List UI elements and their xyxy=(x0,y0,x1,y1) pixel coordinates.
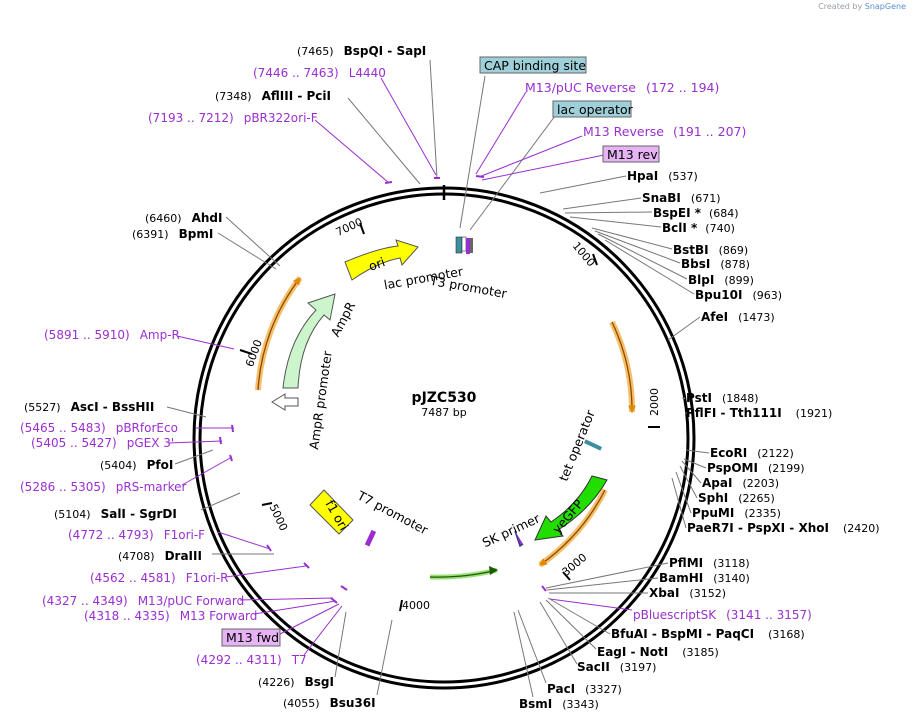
enzyme-bspei: BspEI *(684) xyxy=(653,206,739,220)
feature-prs-marker: (5286 .. 5305)pRS-marker xyxy=(20,480,186,494)
m13-rev-label: M13 rev xyxy=(607,147,658,162)
plasmid-length: 7487 bp xyxy=(421,406,466,419)
t3-promoter-label: T3 promoter xyxy=(428,273,509,302)
f1-ori-feature xyxy=(309,489,354,535)
enzyme-ahdi: (6460)AhdI xyxy=(145,211,222,225)
tick-3000: 3000 xyxy=(560,551,590,579)
orf-arcs xyxy=(255,276,636,580)
enzyme-xbai: XbaI(3152) xyxy=(649,586,726,600)
cap-binding-site-label: CAP binding site xyxy=(484,58,586,73)
snapgene-logo-text: SnapGene xyxy=(864,2,906,11)
backbone xyxy=(192,185,696,690)
m13-reverse-pos: (191 .. 207) xyxy=(673,124,746,139)
m13-rev-box xyxy=(602,145,660,163)
lac-operator-label: lac operator xyxy=(557,102,634,117)
feature-f1ori-r: (4562 .. 4581)F1ori-R xyxy=(90,571,229,585)
credit-prefix: Created by xyxy=(818,2,863,11)
enzyme-psti: PstI(1848) xyxy=(686,391,759,405)
top-labels: CAP binding site M13/pUC Reverse (172 ..… xyxy=(459,56,746,231)
enzyme-sacii: SacII(3197) xyxy=(577,660,656,674)
m13-puc-reverse-pos: (172 .. 194) xyxy=(646,80,719,95)
tick-4000: 4000 xyxy=(402,599,430,612)
enzyme-ecori: EcoRI(2122) xyxy=(710,446,794,460)
enzyme-afliii: (7348)AflIII - PciI xyxy=(215,89,331,103)
sk-primer-label: SK primer xyxy=(480,510,543,550)
enzyme-bfuai: BfuAI - BspMI - PaqCI(3168) xyxy=(611,627,805,641)
enzyme-hpai: HpaI(537) xyxy=(627,169,698,183)
ampr-promoter-feature xyxy=(271,393,299,411)
enzyme-sphi: SphI(2265) xyxy=(698,491,775,505)
enzyme-bbsi: BbsI(878) xyxy=(681,257,750,271)
feature-pbluescriptsk: pBluescriptSK(3141 .. 3157) xyxy=(633,608,812,622)
feature-amp-r: (5891 .. 5910)Amp-R xyxy=(44,328,180,342)
enzyme-bsu36i: (4055)Bsu36I xyxy=(283,696,376,710)
enzyme-bcli: BclI *(740) xyxy=(662,221,735,235)
enzyme-snabi: SnaBI(671) xyxy=(642,191,721,205)
enzyme-bstbi: BstBI(869) xyxy=(673,243,748,257)
enzyme-bpu10i: Bpu10I(963) xyxy=(695,288,782,302)
enzyme-bsmi: BsmI(3343) xyxy=(519,697,599,711)
enzyme-pspomi: PspOMI(2199) xyxy=(707,461,805,475)
feature-l4440: (7446 .. 7463)L4440 xyxy=(253,66,386,80)
feature-m13-puc-forward: (4327 .. 4349)M13/pUC Forward xyxy=(42,594,244,608)
ori-label: ori xyxy=(367,254,387,274)
feature-m13-forward: (4318 .. 4335)M13 Forward xyxy=(84,609,257,623)
enzyme-asci: (5527)AscI - BssHII xyxy=(24,400,154,414)
enzyme-bamhi: BamHI(3140) xyxy=(659,571,750,585)
t7-promoter-label: T7 promoter xyxy=(354,487,431,538)
feature-pbr322ori-f: (7193 .. 7212)pBR322ori-F xyxy=(148,111,318,125)
enzyme-bsgi: (4226)BsgI xyxy=(258,675,334,689)
orf-arc-right xyxy=(609,320,636,413)
enzyme-ppumi: PpuMI(2335) xyxy=(692,506,781,520)
m13-reverse-label: M13 Reverse xyxy=(583,124,664,139)
enzyme-pflmi: PflMI(3118) xyxy=(669,556,750,570)
snapgene-credit: Created by SnapGene xyxy=(818,2,906,11)
cap-binding-site-box xyxy=(479,56,587,74)
enzymes-right: HpaI(537) SnaBI(671) BspEI *(684) BclI *… xyxy=(513,169,880,711)
enzyme-paci: PacI(3327) xyxy=(547,682,622,696)
ampr-promoter-label: AmpR promoter xyxy=(306,349,335,450)
enzyme-bpmi: (6391)BpmI xyxy=(132,227,213,241)
feature-pbrforeco: (5465 .. 5483)pBRforEco xyxy=(20,421,178,435)
enzyme-bspqi: (7465)BspQI - SapI xyxy=(297,44,426,58)
ori-feature xyxy=(344,239,419,281)
enzyme-eagi: EagI - NotI(3185) xyxy=(597,645,719,659)
feature-pgex-3: (5405 .. 5427)pGEX 3' xyxy=(31,436,174,450)
feature-f1ori-f: (4772 .. 4793)F1ori-F xyxy=(68,528,205,542)
m13-fwd-label: M13 fwd xyxy=(226,630,279,645)
enzymes-left: (7465)BspQI - SapI (7446 .. 7463)L4440 (… xyxy=(20,44,438,710)
plasmid-name: pJZC530 xyxy=(412,390,477,406)
enzyme-apai: ApaI(2203) xyxy=(702,476,779,490)
enzyme-paer7i: PaeR7I - PspXI - XhoI(2420) xyxy=(687,521,880,535)
feature-t7: (4292 .. 4311)T7 xyxy=(196,653,307,667)
enzyme-draiii: (4708)DraIII xyxy=(118,549,202,563)
m13-fwd-box xyxy=(221,628,281,647)
tick-5000: 5000 xyxy=(266,502,290,533)
enzyme-sali: (5104)SalI - SgrDI xyxy=(54,507,177,521)
ring-marks xyxy=(219,175,547,604)
ampr-feature xyxy=(282,293,336,389)
enzyme-blpi: BlpI(899) xyxy=(688,273,754,287)
yegfp-feature xyxy=(534,475,608,541)
m13-puc-reverse-label: M13/pUC Reverse xyxy=(525,80,636,95)
enzyme-afei: AfeI(1473) xyxy=(701,310,775,324)
lac-operator-box xyxy=(552,100,632,118)
tick-2000: 2000 xyxy=(648,388,661,416)
enzyme-pflfi: PflFI - Tth111I(1921) xyxy=(686,406,832,420)
enzyme-pfoi: (5404)PfoI xyxy=(100,458,173,472)
